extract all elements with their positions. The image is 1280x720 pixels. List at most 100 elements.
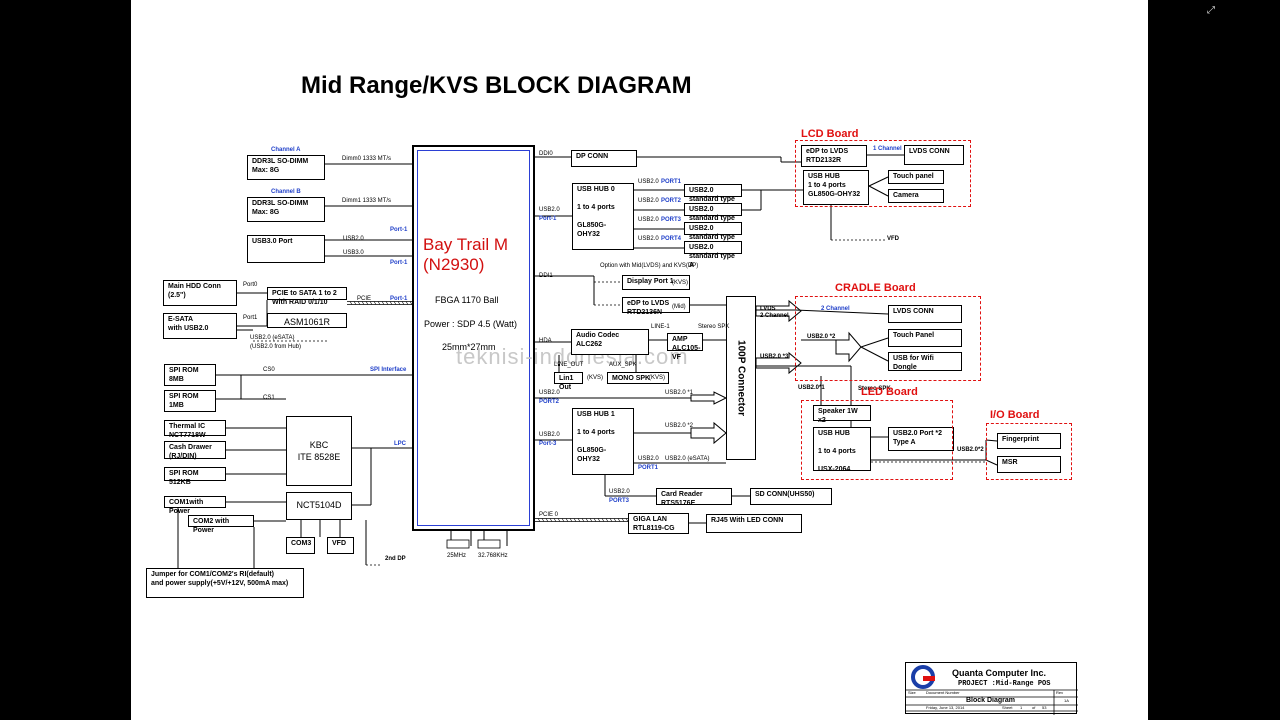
label-hda: HDA	[539, 338, 552, 344]
dport-line-0: Display Port 1	[627, 278, 674, 285]
cpu-name: Bay Trail M (N2930)	[423, 235, 508, 275]
board-outline-cradle	[795, 296, 981, 381]
touch-1-line-0: Touch panel	[893, 173, 934, 180]
thermal-line-1: NCT7718W	[169, 432, 206, 439]
sd-block: SD CONN(UHS50)	[750, 488, 832, 505]
thermal-line-0: Thermal IC	[169, 423, 206, 430]
jumper-line-1: and power supply(+5V/+12V, 500mA max)	[151, 580, 289, 587]
wire-122	[985, 439, 998, 442]
com-1-block: COM1with Power	[164, 496, 226, 515]
dimm-1-line-0: DDR3L SO-DIMM	[252, 200, 309, 207]
mono-line-0: MONO SPK	[612, 375, 651, 382]
usb-a3-line-0: USB2.0	[689, 225, 714, 232]
hub-0-block: USB HUB 0 1 to 4 ports GL850G-OHY32	[572, 183, 634, 250]
label-ch-2: 2 Channel	[821, 306, 850, 312]
esata-line-1: with USB2.0	[168, 325, 209, 332]
vfd-block: VFD	[327, 537, 354, 554]
wire-93	[585, 518, 589, 522]
wire-84	[549, 518, 553, 522]
line-1-block: Lin1 Out	[554, 372, 583, 391]
lan-line-0: GIGA LAN	[633, 516, 667, 523]
label-pcie: PCIE	[357, 296, 372, 302]
com-2-line-0: COM2 with Power	[193, 518, 230, 534]
cash-line-1: (RJ/DIN)	[169, 453, 197, 460]
sata-bridge-line-0: PCIE to SATA 1 to 2	[272, 290, 337, 297]
wire-101	[617, 518, 621, 522]
label-usb-20f: USB2.0 *2	[665, 423, 694, 429]
label-u-3: USB2.0	[638, 217, 659, 223]
label-kvs-1: (KVS)	[672, 280, 689, 286]
thermal-block: Thermal IC NCT7718W	[164, 420, 226, 439]
spi-1-line-1: 1MB	[169, 402, 184, 409]
label-port-2: PORT2	[539, 399, 560, 405]
hub-0-line-2: 1 to 4 ports	[577, 204, 615, 211]
touch-2-line-0: Touch Panel	[893, 332, 935, 339]
label-usb-30a: USB3.0	[343, 250, 364, 256]
label-lpc: LPC	[394, 441, 406, 447]
label-dimm-1bus: Dimm1 1333 MT/s	[342, 198, 392, 204]
dport-block: Display Port 1	[622, 275, 690, 290]
fullscreen-icon[interactable]: ⤢	[1207, 5, 1215, 16]
wifi-line-0: USB for Wifi Dongle	[893, 355, 934, 371]
ledusb-line-0: USB2.0 Port *2	[893, 430, 943, 437]
board-label-lcd: LCD Board	[801, 128, 859, 140]
tb-docnum: Document Number	[926, 690, 960, 695]
wire-9	[349, 301, 353, 305]
speaker-block: Speaker 1W x2	[813, 405, 871, 424]
cpu-package: FBGA 1170 Ball	[435, 295, 499, 305]
line-1-line-0: Lin1 Out	[559, 375, 574, 391]
label-usb-20x-2b: USB2.0*2	[957, 447, 984, 453]
label-port-3a: Port-3	[539, 441, 557, 447]
wire-89	[569, 518, 573, 522]
nct-block: NCT5104D	[286, 492, 352, 520]
board-outline-io	[986, 423, 1072, 480]
label-usb-20h: USB2.0	[609, 489, 630, 495]
wire-82	[541, 518, 545, 522]
label-line-1: LINE-1	[651, 324, 670, 330]
bus-arrow-74	[690, 421, 727, 445]
lcdhub-line-0: USB HUB	[808, 173, 840, 180]
board-label-io: I/O Board	[990, 409, 1040, 421]
spi-512-line-0: SPI ROM 512KB	[169, 470, 199, 486]
tb-size: Size	[908, 690, 916, 695]
lvds-1-line-0: LVDS CONN	[909, 148, 950, 155]
wire-99	[609, 518, 613, 522]
amp-line-1: ALC105-VF	[672, 345, 701, 361]
wire-87	[561, 518, 565, 522]
jumper-line-0: Jumper for COM1/COM2's RI(default)	[151, 571, 275, 578]
usb-a2-line-0: USB2.0	[689, 206, 714, 213]
vfd-line-0: VFD	[332, 540, 346, 547]
wire-115	[860, 346, 889, 362]
label-spi-if: SPI Interface	[370, 367, 407, 373]
label-usb-20x-3: USB2.0 *3	[760, 354, 789, 360]
cpu-size: 25mm*27mm	[442, 342, 496, 352]
speaker-line-0: Speaker 1W x2	[818, 408, 858, 424]
hub-1-line-1	[577, 419, 629, 428]
hdd-line-1: (2.5")	[168, 292, 186, 299]
lvds-2-line-0: LVDS CONN	[893, 308, 934, 315]
hub-1-block: USB HUB 1 1 to 4 ports GL850G-OHY32	[572, 408, 634, 475]
wire-23	[405, 301, 409, 305]
touch-2-block: Touch Panel	[888, 329, 962, 347]
label-seconddp: 2nd DP	[385, 556, 406, 562]
touch-1-block: Touch panel	[888, 170, 944, 184]
wire-24	[409, 301, 413, 305]
label-port-1d: Port-1	[390, 296, 408, 302]
label-p-4: PORT4	[661, 236, 682, 242]
tb-revval: 1A	[1064, 698, 1069, 703]
lvds-2-block: LVDS CONN	[888, 305, 962, 323]
label-p-3: PORT3	[661, 217, 682, 223]
ledusb-line-1: Type A	[893, 439, 916, 446]
edp-2-line-1: RTD2136N	[627, 309, 663, 316]
camera-block: Camera	[888, 189, 944, 203]
label-ch-b: Channel B	[271, 189, 301, 195]
label-port-1a: Port-1	[390, 227, 408, 233]
hub-1-line-3	[577, 437, 629, 446]
dimm-0-line-1: Max: 8G	[252, 167, 280, 174]
wire-86	[557, 518, 561, 522]
cash-line-0: Cash Drawer	[169, 444, 212, 451]
